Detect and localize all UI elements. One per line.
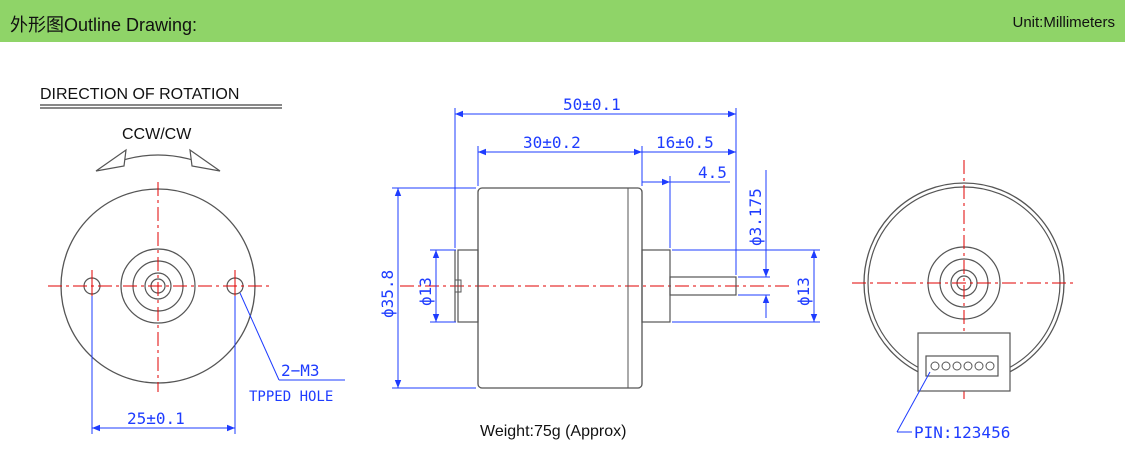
width-dim-label: 25±0.1	[127, 409, 185, 428]
motor-body	[477, 187, 643, 389]
pin-6	[985, 361, 995, 371]
pin-5	[974, 361, 984, 371]
shaft-dia-label: ϕ3.175	[746, 188, 765, 246]
rotation-title: DIRECTION OF ROTATION	[40, 86, 239, 103]
pin-2	[941, 361, 951, 371]
connector-pin-row	[925, 355, 999, 377]
output-shaft	[669, 276, 737, 296]
shaft-dim-label: 16±0.5	[656, 133, 714, 152]
pin-1	[930, 361, 940, 371]
rear-view: PIN:123456	[852, 160, 1076, 442]
hole-note: TPPED HOLE	[249, 389, 333, 405]
hole-callout: 2−M3	[281, 361, 320, 380]
boss-dia-right-label: ϕ13	[794, 277, 813, 306]
body-dia-label: ϕ35.8	[378, 270, 397, 318]
rear-shaft-stub	[454, 279, 462, 293]
front-boss-outer	[120, 248, 196, 324]
body-dim-label: 30±0.2	[523, 133, 581, 152]
pin-leader	[896, 371, 931, 433]
front-view: DIRECTION OF ROTATION CCW/CW 2−M3 TPPED …	[40, 86, 345, 434]
pin-3	[952, 361, 962, 371]
page-title: 外形图Outline Drawing:	[10, 15, 198, 35]
rotation-label: CCW/CW	[122, 126, 192, 143]
unit-label: Unit:Millimeters	[1012, 14, 1115, 31]
length-dim-label: 50±0.1	[563, 95, 621, 114]
ccw-arrow-icon	[95, 148, 127, 172]
boss-dia-left-label: ϕ13	[416, 277, 435, 306]
weight-label: Weight:75g (Approx)	[480, 423, 626, 440]
cw-arrow-icon	[189, 148, 221, 172]
side-view: 50±0.1 30±0.2 16±0.5 4.5 ϕ3.175 ϕ13 ϕ13	[378, 95, 820, 440]
header-bar: 外形图Outline Drawing: Unit:Millimeters	[0, 0, 1125, 42]
pin-label: PIN:123456	[914, 423, 1010, 442]
front-bearing	[144, 272, 172, 300]
pin-4	[963, 361, 973, 371]
hole-leader	[239, 292, 280, 381]
step-dim-label: 4.5	[698, 163, 727, 182]
